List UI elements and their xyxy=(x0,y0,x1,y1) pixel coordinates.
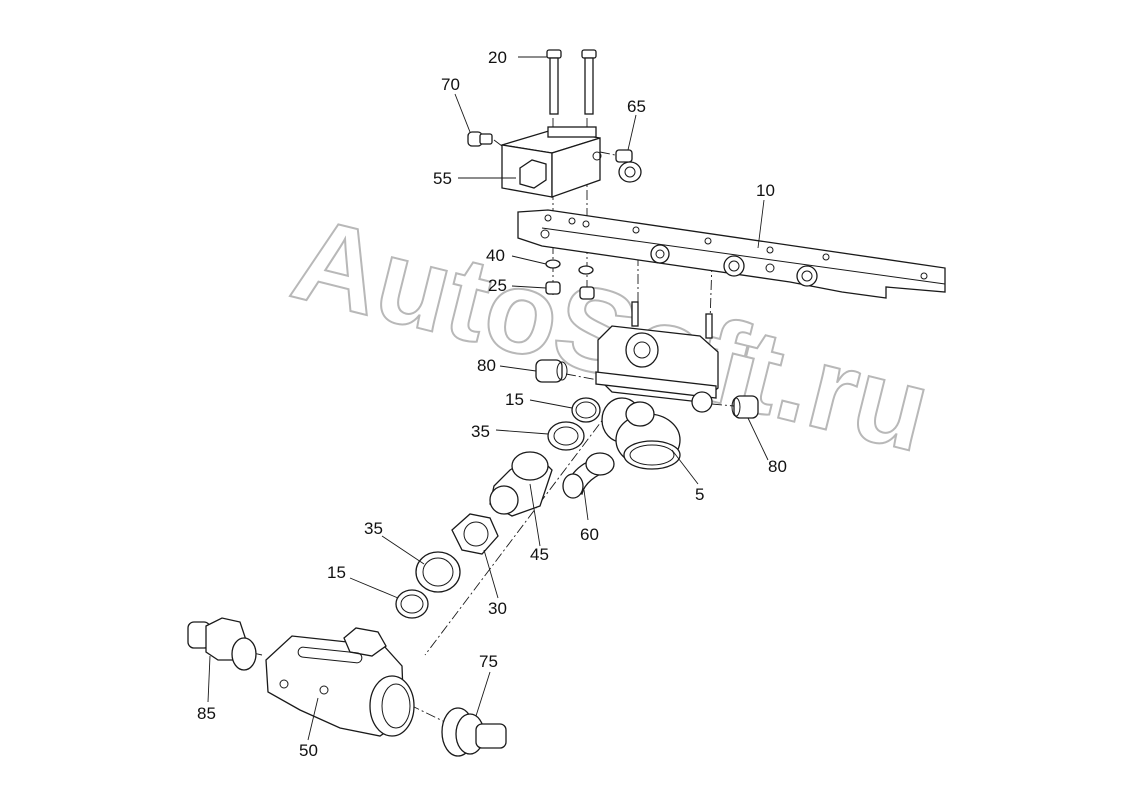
o-ring-15-upper xyxy=(571,397,601,423)
callout-40: 40 xyxy=(486,246,505,265)
elbow-60 xyxy=(562,452,615,499)
callout-80-left: 80 xyxy=(477,356,496,375)
fitting-80-right xyxy=(731,395,759,419)
callout-50: 50 xyxy=(299,741,318,760)
callout-85: 85 xyxy=(197,704,216,723)
callout-60: 60 xyxy=(580,525,599,544)
callout-45: 45 xyxy=(530,545,549,564)
seal-ring-35-upper xyxy=(547,421,585,451)
tee-body-50 xyxy=(265,627,415,737)
callout-35-lower: 35 xyxy=(364,519,383,538)
bolt-20 xyxy=(546,49,597,115)
hex-nut-30 xyxy=(451,513,499,555)
callout-55: 55 xyxy=(433,169,452,188)
callout-70: 70 xyxy=(441,75,460,94)
callout-labels: 20 70 65 55 10 40 25 80 15 35 80 5 45 60… xyxy=(197,48,787,760)
fitting-75 xyxy=(441,707,507,757)
callout-25: 25 xyxy=(488,276,507,295)
relay-valve-5 xyxy=(595,301,719,470)
seal-ring-35-lower xyxy=(415,551,461,593)
callout-15-lower: 15 xyxy=(327,563,346,582)
callout-75: 75 xyxy=(479,652,498,671)
callout-10: 10 xyxy=(756,181,775,200)
plug-85 xyxy=(187,617,257,671)
callout-5: 5 xyxy=(695,485,704,504)
washer-40 xyxy=(545,259,594,275)
fitting-70 xyxy=(467,131,493,147)
o-ring-15-lower xyxy=(395,589,429,619)
callout-30: 30 xyxy=(488,599,507,618)
callout-15-upper: 15 xyxy=(505,390,524,409)
leader-lines xyxy=(207,56,769,741)
callout-65: 65 xyxy=(627,97,646,116)
elbow-fitting-65 xyxy=(615,149,642,183)
callout-35-upper: 35 xyxy=(471,422,490,441)
callout-20: 20 xyxy=(488,48,507,67)
valve-block-55 xyxy=(501,126,602,198)
bracket-rail-10 xyxy=(517,209,946,299)
callout-80-right: 80 xyxy=(768,457,787,476)
nut-25 xyxy=(545,281,595,300)
adapter-45 xyxy=(489,451,553,517)
